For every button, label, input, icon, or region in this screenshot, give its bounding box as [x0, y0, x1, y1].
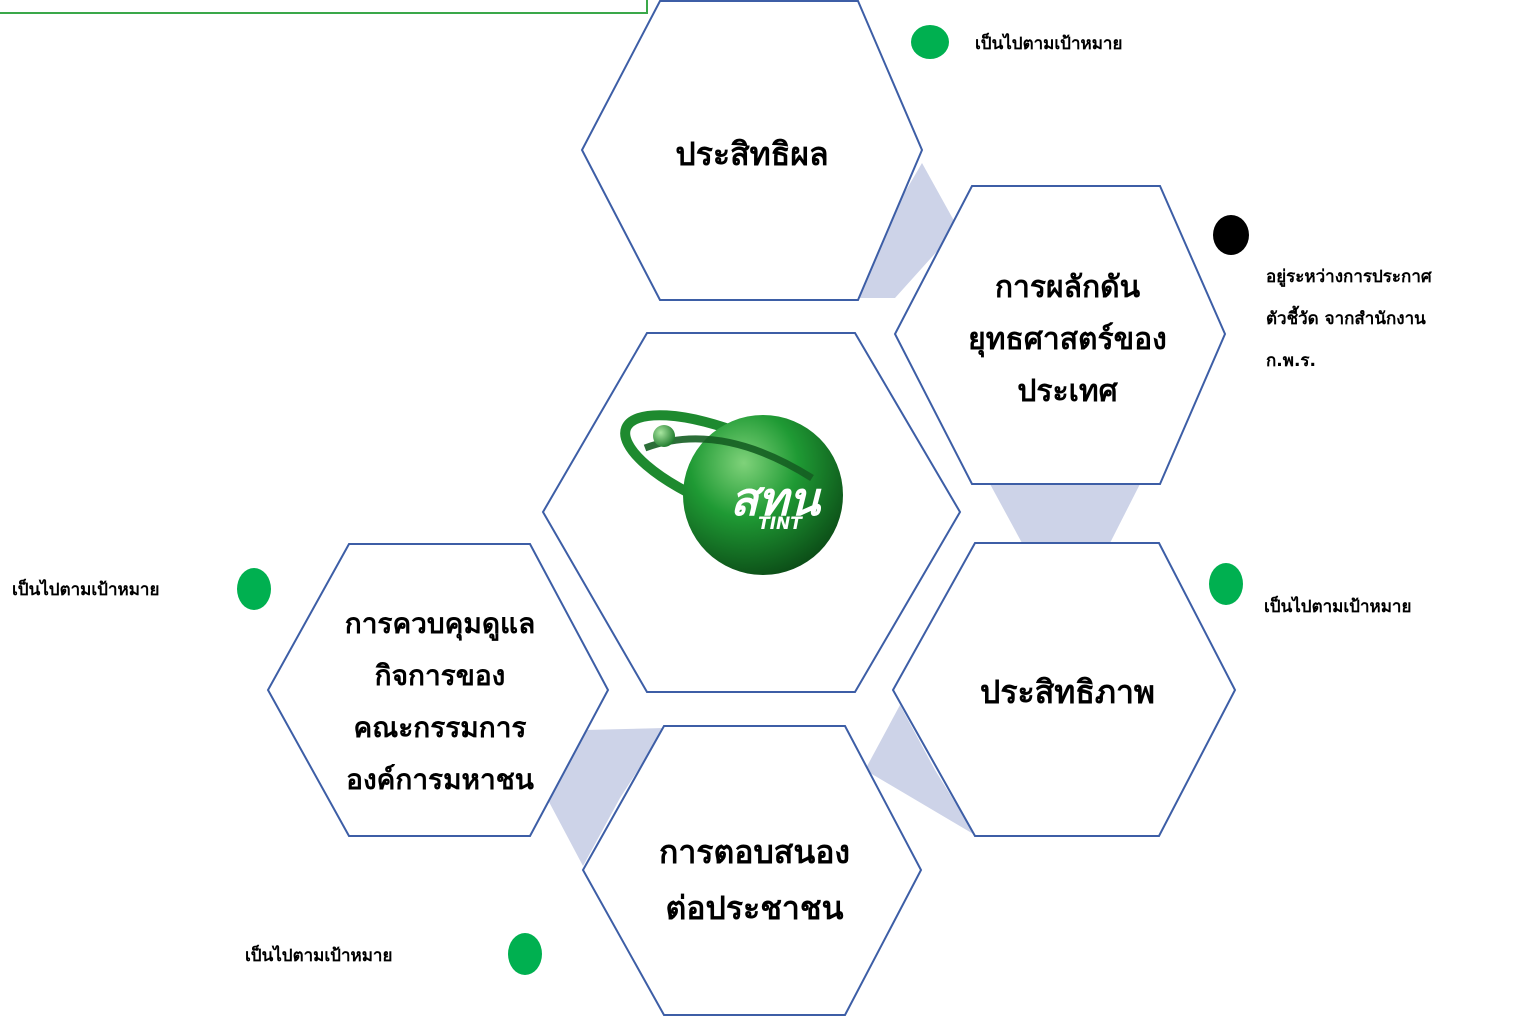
top-green-frame — [0, 0, 648, 14]
status-text-strategy: อยู่ระหว่างการประกาศ ตัวชี้วัด จากสำนักง… — [1266, 267, 1432, 371]
status-text-responsiveness: เป็นไปตามเป้าหมาย — [245, 946, 393, 966]
status-dot-strategy — [1213, 215, 1249, 255]
hex-label-responsiveness: การตอบสนอง ต่อประชาชน — [658, 833, 851, 927]
hex-label-efficiency: ประสิทธิภาพ — [980, 673, 1155, 711]
status-text-governance: เป็นไปตามเป้าหมาย — [12, 580, 160, 600]
hex-label-governance: การควบคุมดูแล กิจการของ คณะกรรมการ องค์ก… — [344, 607, 536, 796]
status-dot-governance — [237, 568, 271, 610]
status-text-efficiency-result: เป็นไปตามเป้าหมาย — [975, 34, 1123, 54]
connector-right — [990, 484, 1140, 543]
logo-text-tint: TINT — [758, 514, 802, 534]
hexagon-governance — [266, 543, 610, 837]
status-dot-efficiency-result — [911, 25, 949, 59]
logo-text-tint-thai: สทน — [730, 472, 820, 526]
connector-lower-left — [548, 728, 665, 866]
hexagon-efficiency — [891, 542, 1237, 837]
hexagon-responsiveness — [581, 725, 923, 1016]
hex-label-efficiency-result: ประสิทธิผล — [675, 135, 829, 173]
hex-label-strategy: การผลักดัน ยุทธศาสตร์ของ ประเทศ — [968, 270, 1167, 409]
status-text-efficiency: เป็นไปตามเป้าหมาย — [1264, 597, 1412, 617]
status-dot-responsiveness — [508, 933, 542, 975]
status-dot-efficiency — [1209, 563, 1243, 605]
hexagon-strategy — [893, 185, 1227, 485]
tint-logo — [620, 410, 843, 575]
connector-lower-right — [865, 705, 975, 835]
hexagon-efficiency-result — [580, 0, 924, 301]
